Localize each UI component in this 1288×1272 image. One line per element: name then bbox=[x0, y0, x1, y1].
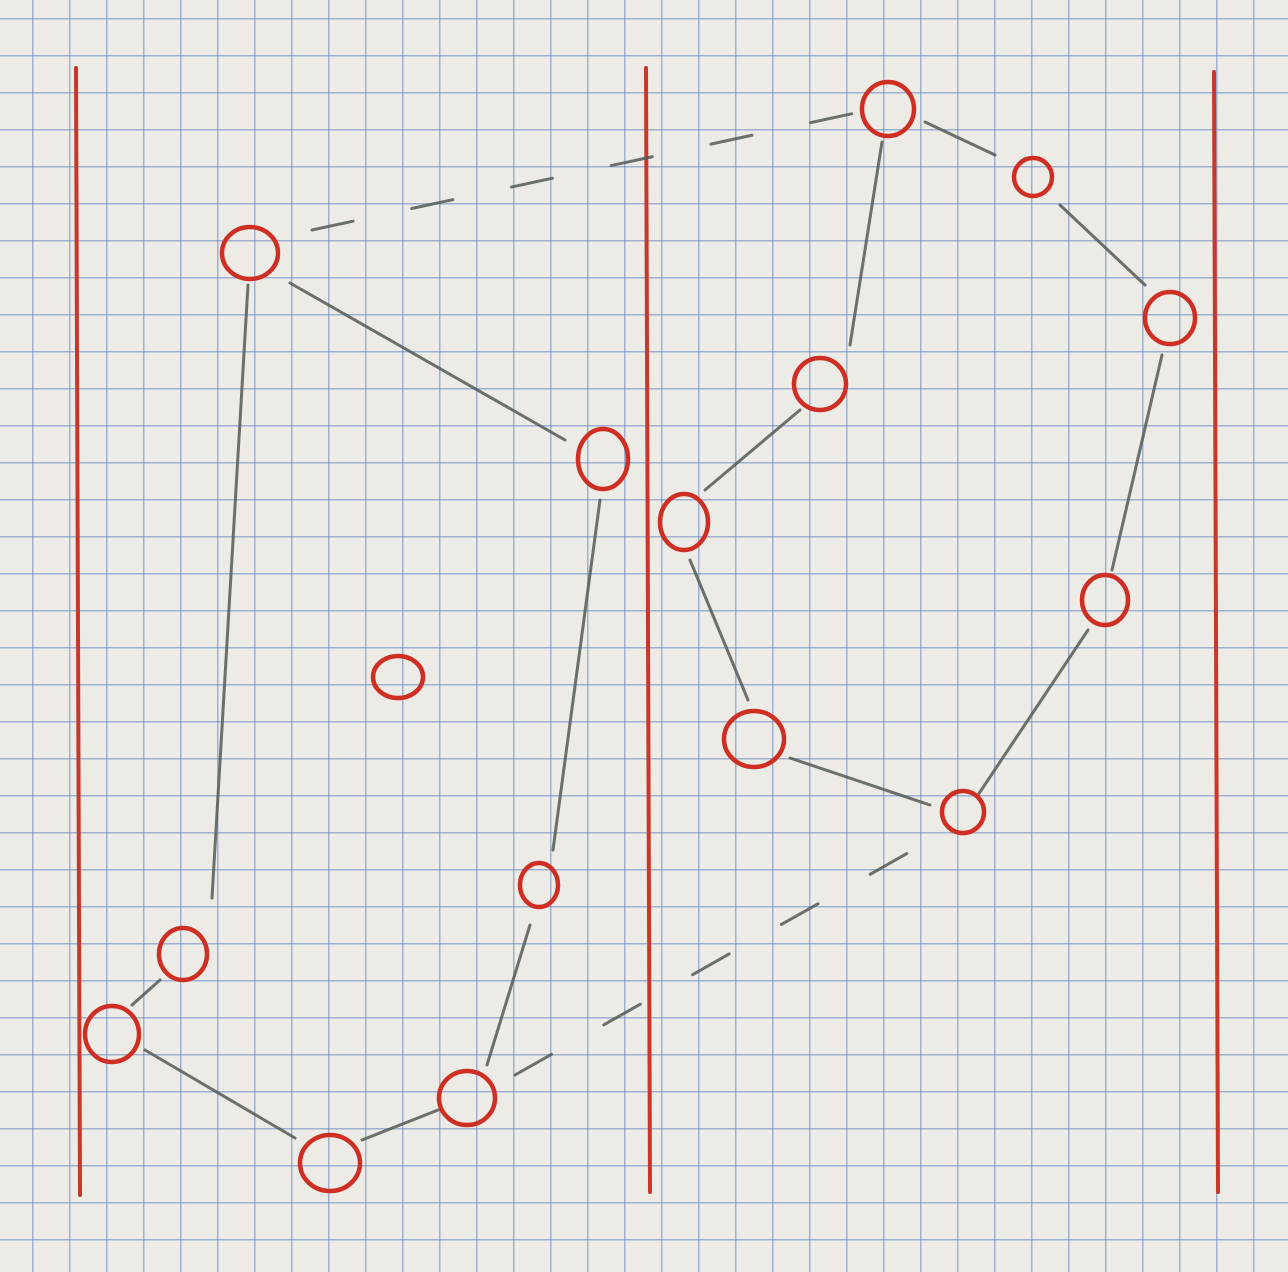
graph-node bbox=[219, 224, 281, 282]
solid-edge bbox=[703, 408, 802, 492]
solid-edge bbox=[551, 498, 602, 852]
solid-edge bbox=[210, 283, 250, 900]
graph-node bbox=[436, 1068, 498, 1128]
graph-node bbox=[517, 860, 561, 910]
graph-node bbox=[1142, 289, 1198, 347]
red-vertical-line bbox=[74, 66, 82, 1197]
dashed-edge bbox=[513, 843, 924, 1077]
graph-node bbox=[859, 79, 917, 139]
red-vertical-line bbox=[644, 66, 652, 1194]
dashed-edge bbox=[310, 110, 862, 232]
graph-node bbox=[791, 355, 849, 413]
solid-edge bbox=[130, 978, 162, 1007]
solid-edge bbox=[848, 140, 884, 347]
graph-edges bbox=[130, 110, 1164, 1142]
graph-node bbox=[1011, 155, 1055, 199]
graph-node bbox=[1079, 572, 1131, 628]
graph-node bbox=[297, 1132, 363, 1194]
solid-edge bbox=[288, 281, 567, 442]
red-vertical-line bbox=[1212, 70, 1220, 1194]
solid-edge bbox=[1110, 353, 1164, 572]
solid-edge bbox=[788, 756, 932, 807]
solid-edge bbox=[143, 1048, 297, 1140]
graph-node bbox=[370, 653, 426, 701]
graph-node bbox=[82, 1003, 142, 1065]
red-vertical-lines bbox=[74, 66, 1220, 1197]
solid-edge bbox=[923, 120, 997, 157]
graph-nodes bbox=[82, 79, 1198, 1194]
solid-edge bbox=[485, 923, 532, 1067]
graph-node bbox=[575, 426, 631, 492]
graph-node bbox=[939, 788, 987, 836]
graph-node bbox=[156, 925, 210, 983]
solid-edge bbox=[976, 628, 1090, 797]
solid-edge bbox=[1058, 203, 1147, 287]
solid-edge bbox=[688, 558, 750, 702]
graph-node bbox=[721, 708, 787, 770]
solid-edge bbox=[360, 1108, 440, 1142]
graph-node bbox=[657, 491, 711, 553]
